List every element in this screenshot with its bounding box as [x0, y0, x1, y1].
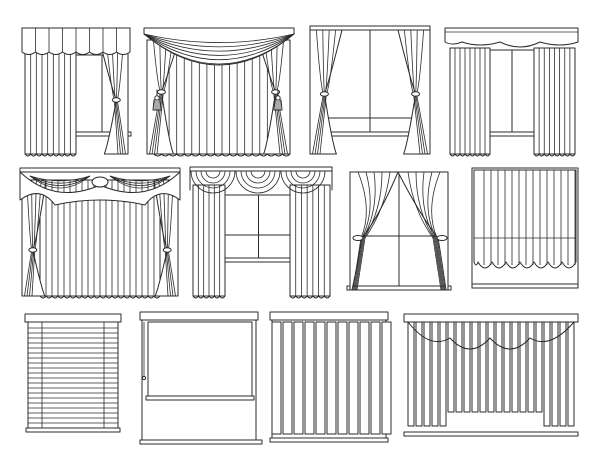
curtain-swag-tassel-icon	[143, 27, 295, 157]
vertical-blind-valance-icon	[403, 313, 579, 437]
curtain-pelmet-tieback-icon	[21, 27, 132, 157]
vertical-blind-icon	[269, 311, 392, 443]
curtain-scallop-valance-icon	[189, 166, 333, 299]
venetian-blind-icon	[24, 313, 122, 433]
curtain-austrian-blind-icon	[471, 167, 579, 289]
curtain-wavy-pelmet-icon	[444, 27, 579, 157]
curtain-crossover-sheer-icon	[346, 171, 452, 291]
curtain-sheer-window-icon	[309, 25, 431, 155]
curtain-jabot-drape-icon	[19, 167, 181, 299]
roller-blind-icon	[139, 311, 263, 445]
